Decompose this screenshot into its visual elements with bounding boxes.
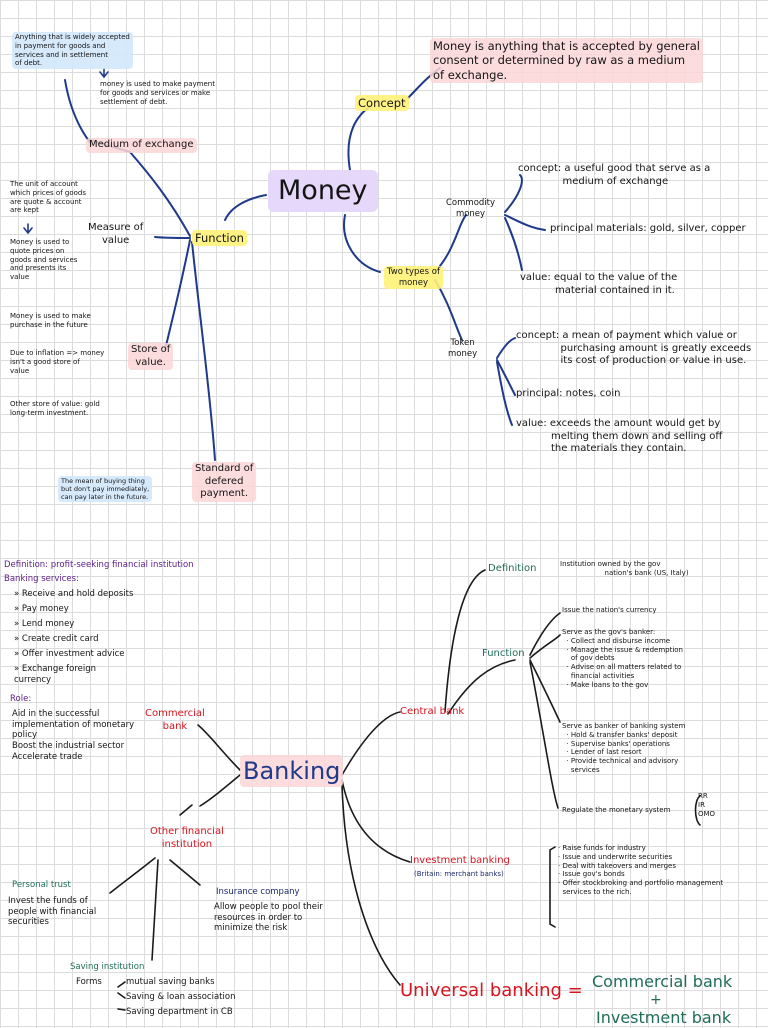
medium-of-exchange-label: Medium of exchange (86, 138, 197, 153)
cb-function-monetary: Regulate the monetary system (562, 806, 671, 814)
money-title: Money (268, 170, 378, 212)
token-money-label: Token money (448, 338, 478, 359)
service-text: Lend money (21, 619, 75, 629)
saving-forms-label: Forms (76, 977, 102, 987)
token-value: value: exceeds the amount would get by m… (516, 418, 723, 454)
other-financial-institution-label: Other financial institution (150, 826, 224, 850)
measure-note: Money is used to quote prices on goods a… (10, 238, 78, 281)
function-label: Function (192, 230, 247, 247)
insurance-company-label: Insurance company (216, 887, 300, 897)
standard-of-deferred-payment-label: Standard of defered payment. (192, 462, 257, 502)
investment-banking-sub: (Britain: merchant banks) (414, 870, 504, 878)
store-of-value-label: Store of value. (128, 343, 174, 370)
service-item: » Create credit card (14, 634, 99, 644)
medium-note: money is used to make payment for goods … (100, 80, 215, 106)
investment-banking-items: · Raise funds for industry · Issue and u… (558, 844, 724, 896)
service-text: Exchange foreign currency (14, 664, 97, 685)
banking-services-label: Banking services: (4, 574, 79, 584)
banking-title: Banking (240, 755, 344, 787)
service-item: » Lend money (14, 619, 75, 629)
cb-function-gov-banker: Serve as the gov's banker: · Collect and… (562, 628, 683, 689)
medium-definition: Anything that is widely accepted in paym… (12, 32, 133, 69)
service-item: » Exchange foreign currency (14, 664, 97, 685)
service-text: Receive and hold deposits (21, 589, 134, 599)
personal-trust-label: Personal trust (12, 880, 71, 890)
insurance-company-text: Allow people to pool their resources in … (214, 902, 323, 934)
measure-of-value-label: Measure of value (88, 222, 144, 246)
commodity-materials: principal materials: gold, silver, coppe… (550, 223, 746, 234)
service-item: » Receive and hold deposits (14, 589, 134, 599)
store-note-other: Other store of value: gold long-term inv… (10, 400, 100, 417)
cb-function-currency: Issue the nation's currency (562, 606, 657, 614)
cb-definition-text: Institution owned by the gov nation's ba… (560, 560, 689, 577)
saving-item: Saving & loan association (126, 992, 236, 1002)
personal-trust-text: Invest the funds of people with financia… (8, 896, 97, 928)
store-note-future: Money is used to make purchase in the fu… (10, 312, 91, 329)
concept-definition: Money is anything that is accepted by ge… (430, 38, 703, 84)
universal-rhs-commercial: Commercial bank (592, 972, 733, 991)
universal-banking-label: Universal banking = (400, 980, 583, 1001)
saving-item: Saving department in CB (126, 1007, 233, 1017)
service-text: Pay money (21, 604, 69, 614)
cb-definition-label: Definition (488, 563, 537, 574)
service-text: Offer investment advice (21, 649, 125, 659)
saving-item: mutual saving banks (126, 977, 215, 987)
role-text: Aid in the successful implementation of … (12, 709, 135, 762)
commodity-money-label: Commodity money (446, 198, 496, 219)
concept-label: Concept (355, 95, 409, 112)
store-note-inflation: Due to inflation => money isn't a good s… (10, 349, 105, 375)
token-principal: principal: notes, coin (516, 388, 621, 399)
measure-definition: The unit of account which prices of good… (10, 180, 86, 215)
commodity-concept: concept: a useful good that serve as a m… (518, 163, 711, 187)
saving-institution-label: Saving institution (70, 962, 145, 972)
central-bank-label: Central bank (400, 706, 465, 717)
service-item: » Pay money (14, 604, 69, 614)
standard-note: The mean of buying thing but don't pay i… (58, 476, 153, 503)
banking-definition: Definition: profit-seeking financial ins… (4, 560, 194, 570)
service-item: » Offer investment advice (14, 649, 125, 659)
two-types-of-money-label: Two types of money (384, 266, 443, 290)
universal-rhs-investment: Investment bank (596, 1008, 732, 1027)
cb-function-label: Function (482, 648, 525, 659)
commercial-bank-label: Commercial bank (145, 708, 205, 732)
cb-function-bankers-bank: Serve as banker of banking system · Hold… (562, 722, 686, 774)
universal-plus: + (650, 992, 662, 1008)
token-concept: concept: a mean of payment which value o… (516, 330, 752, 366)
role-label: Role: (10, 694, 32, 704)
commodity-value: value: equal to the value of the materia… (520, 272, 678, 296)
cb-monetary-tools: RR IR OMO (698, 792, 716, 818)
investment-banking-label: Investment banking (410, 855, 510, 866)
service-text: Create credit card (21, 634, 99, 644)
